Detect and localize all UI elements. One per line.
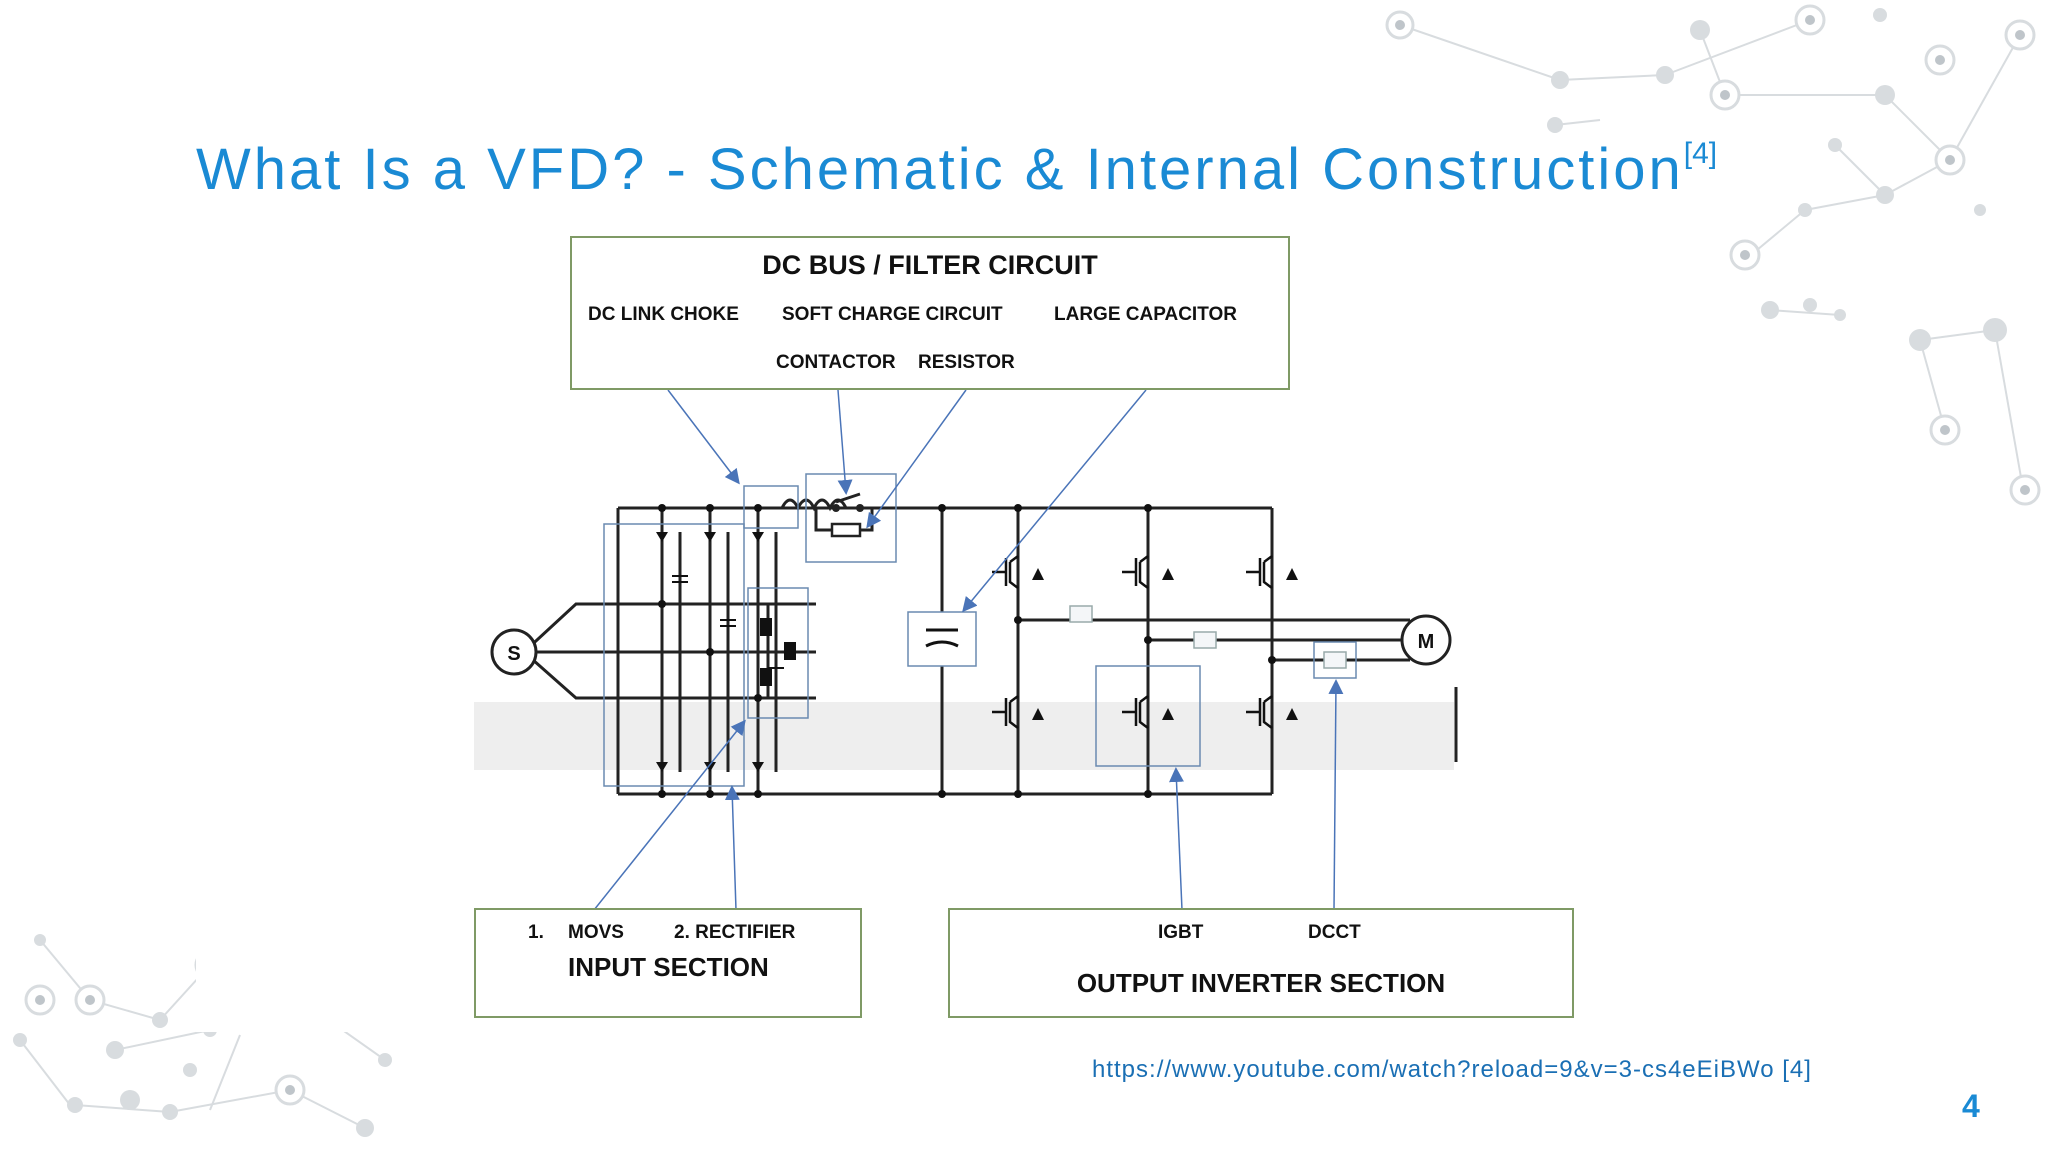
source-link[interactable]: https://www.youtube.com/watch?reload=9&v… bbox=[1092, 1056, 1775, 1083]
dc-link-choke-coil bbox=[780, 498, 848, 512]
mov-capacitors bbox=[672, 575, 784, 669]
rectifier-label: 2. RECTIFIER bbox=[674, 922, 796, 943]
igbt-highlight-box bbox=[1095, 665, 1201, 767]
slide-title-text: What Is a VFD? - Schematic & Internal Co… bbox=[196, 137, 1684, 202]
power-source-label: S bbox=[507, 643, 520, 665]
dc-link-choke-label: DC LINK CHOKE bbox=[588, 304, 739, 325]
source-citation: https://www.youtube.com/watch?reload=9&v… bbox=[1092, 1056, 1812, 1084]
contactor-label: CONTACTOR bbox=[776, 352, 896, 373]
igbt-label: IGBT bbox=[1158, 922, 1204, 943]
freewheel-diodes bbox=[1032, 568, 1298, 720]
page-number: 4 bbox=[1962, 1088, 1980, 1124]
igbt-switches bbox=[992, 555, 1273, 729]
resistor-label: RESISTOR bbox=[918, 352, 1015, 373]
dcct-highlight-box bbox=[1313, 641, 1357, 679]
contactor-switch bbox=[835, 492, 861, 504]
mov-1 bbox=[760, 618, 772, 636]
capacitor-highlight-box bbox=[907, 611, 977, 667]
dc-bus-box-title: DC BUS / FILTER CIRCUIT bbox=[762, 250, 1098, 280]
mov-3 bbox=[784, 642, 796, 660]
movs-label: MOVS bbox=[568, 922, 624, 943]
input-section-box: 1. MOVS 2. RECTIFIER INPUT SECTION bbox=[474, 908, 862, 1018]
large-capacitor-label: LARGE CAPACITOR bbox=[1054, 304, 1237, 325]
dcct-label: DCCT bbox=[1308, 922, 1361, 943]
soft-charge-circuit-label: SOFT CHARGE CIRCUIT bbox=[782, 304, 1003, 325]
dcct-sensors bbox=[1069, 605, 1347, 669]
charge-resistor bbox=[830, 522, 862, 538]
motor-symbol bbox=[1400, 614, 1452, 666]
capacitor-plate-bottom bbox=[925, 640, 959, 648]
soft-charge-highlight-box bbox=[805, 473, 897, 563]
contactor-contact-left bbox=[832, 504, 840, 512]
junction-dots bbox=[658, 504, 1276, 798]
input-item-1-number: 1. bbox=[528, 922, 544, 943]
slide-title: What Is a VFD? - Schematic & Internal Co… bbox=[196, 136, 1717, 203]
mov-highlight-box bbox=[747, 587, 809, 719]
source-reference: [4] bbox=[1782, 1056, 1812, 1083]
output-inverter-section-box: IGBT DCCT OUTPUT INVERTER SECTION bbox=[948, 908, 1574, 1018]
power-source-symbol bbox=[490, 628, 538, 676]
input-section-title: INPUT SECTION bbox=[568, 952, 769, 982]
leader-arrows bbox=[593, 389, 1344, 911]
rectifier-diodes bbox=[656, 532, 764, 772]
choke-highlight-box bbox=[743, 485, 799, 529]
contactor-contact-right bbox=[856, 504, 864, 512]
mov-2 bbox=[760, 668, 772, 686]
motor-label: M bbox=[1418, 631, 1435, 653]
output-inverter-section-title: OUTPUT INVERTER SECTION bbox=[1076, 968, 1446, 998]
slide-title-reference: [4] bbox=[1683, 137, 1718, 170]
dc-bus-filter-circuit-box: DC BUS / FILTER CIRCUIT DC LINK CHOKE SO… bbox=[570, 236, 1290, 390]
rectifier-highlight-box bbox=[603, 523, 745, 787]
vfd-schematic: S M DC BUS / FILTER CIRCUIT DC LINK CHOK… bbox=[196, 232, 1576, 1032]
schematic-shadow-band bbox=[474, 702, 1454, 770]
